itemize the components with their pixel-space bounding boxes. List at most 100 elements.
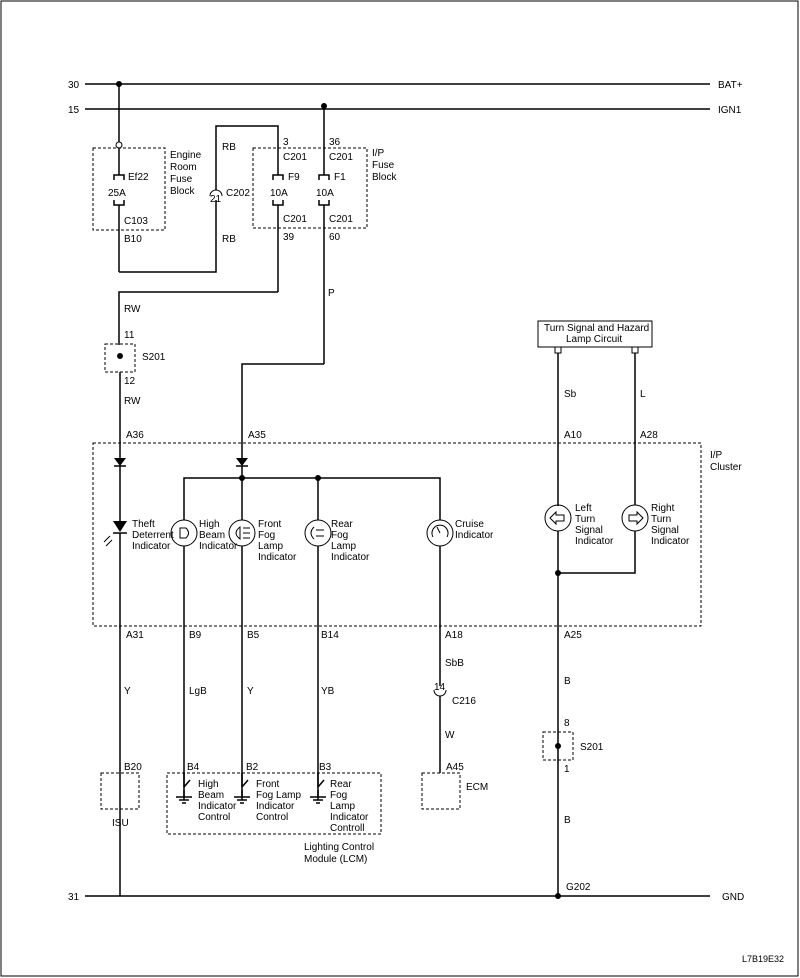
f9-fuse-bot: [272, 200, 284, 206]
cluster-b5: B5: [247, 630, 260, 641]
lcm-front-label-1: Front: [256, 779, 280, 790]
front-fog-label-1: Front: [258, 519, 282, 530]
wire-label-yb: YB: [321, 686, 335, 697]
cruise-icon: [431, 524, 449, 538]
cruise-label-2: Indicator: [455, 530, 494, 541]
wire-rb-top: [215, 125, 279, 190]
right-turn-lamp: [621, 504, 649, 532]
right-turn-label-4: Indicator: [651, 536, 690, 547]
gnd-name: GND: [722, 892, 744, 903]
lcm-rear-ground-icon: [310, 773, 326, 804]
b10-pin: B10: [124, 234, 142, 245]
rear-fog-icon: [310, 526, 315, 540]
c201-f1-bot: C201: [329, 214, 353, 225]
lcm-b4: B4: [187, 762, 200, 773]
cluster-a28: A28: [640, 430, 658, 441]
engine-fuse-label-3: Fuse: [170, 174, 193, 185]
wire-p: [241, 363, 324, 458]
f9-pin-bot: 39: [283, 232, 295, 243]
ip-fuse-label-2: Fuse: [372, 160, 395, 171]
cluster-a35: A35: [248, 430, 266, 441]
c201-f9-top: C201: [283, 152, 307, 163]
ecm-label: ECM: [466, 782, 488, 793]
wire-label-lgb: LgB: [189, 686, 207, 697]
right-arrow-icon: [628, 510, 644, 526]
ign-junction: [321, 103, 327, 109]
high-beam-label-2: Beam: [199, 530, 225, 541]
s201-bot-node: [555, 743, 561, 749]
wire-rw: [118, 291, 278, 345]
wire-label-rw-1: RW: [124, 304, 141, 315]
f9-label: F9: [288, 172, 300, 183]
left-turn-lamp: [544, 504, 572, 532]
left-turn-label-3: Signal: [575, 525, 603, 536]
lcm-rear-label-5: Controll: [330, 823, 364, 834]
ip-fuse-label-1: I/P: [372, 148, 385, 159]
c103-label: C103: [124, 216, 148, 227]
wire-label-rb-bottom: RB: [222, 234, 236, 245]
lcm-high-ground-icon: [176, 773, 192, 804]
engine-fuse-block: [92, 147, 166, 231]
s201-bot-label: S201: [580, 742, 604, 753]
engine-fuse-label-4: Block: [170, 186, 195, 197]
rear-fog-label-2: Fog: [331, 530, 348, 541]
wire-label-y-2: Y: [247, 686, 254, 697]
cluster-a25: A25: [564, 630, 582, 641]
cluster-b9: B9: [189, 630, 202, 641]
ip-fuse-block: [252, 147, 368, 229]
left-arrow-icon: [549, 510, 565, 526]
f9-fuse-top: [272, 174, 284, 180]
wire-label-rw-2: RW: [124, 396, 141, 407]
ign-num: 15: [68, 105, 80, 116]
right-turn-label-3: Signal: [651, 525, 679, 536]
ign-name: IGN1: [718, 105, 742, 116]
cluster-a18: A18: [445, 630, 463, 641]
turn-circuit-box: [537, 320, 653, 348]
front-fog-label-2: Fog: [258, 530, 275, 541]
lcm-high-label-2: Beam: [198, 790, 224, 801]
lcm-name-2: Module (LCM): [304, 854, 367, 865]
ecm-pin: A45: [446, 762, 464, 773]
ecm-box: [421, 772, 461, 810]
s201-top-pin-out: 12: [124, 376, 136, 387]
isu-box: [100, 772, 140, 810]
wire-label-y-1: Y: [124, 686, 131, 697]
lcm-rear-label-3: Lamp: [330, 801, 355, 812]
c202-pin: 21: [210, 194, 222, 205]
isu-label: ISU: [112, 818, 129, 829]
theft-label-3: Indicator: [132, 541, 171, 552]
right-turn-label-1: Right: [651, 503, 675, 514]
left-turn-label-1: Left: [575, 503, 592, 514]
wire-rb-bottom: [119, 200, 217, 273]
left-turn-label-4: Indicator: [575, 536, 614, 547]
theft-led: [113, 521, 127, 532]
ef22-amp: 25A: [108, 188, 126, 199]
left-turn-label-2: Turn: [575, 514, 595, 525]
cruise-label-1: Cruise: [455, 519, 484, 530]
lcm-high-label-4: Control: [198, 812, 230, 823]
lcm-high-label-3: Indicator: [198, 801, 237, 812]
f1-fuse-top: [318, 174, 330, 180]
cluster-a31: A31: [126, 630, 144, 641]
rear-fog-lamp: [304, 519, 332, 547]
cluster-label-2: Cluster: [710, 462, 742, 473]
lcm-rear-label-1: Rear: [330, 779, 352, 790]
c202-connector: [209, 189, 223, 197]
high-beam-lamp: [170, 519, 198, 547]
high-beam-icon: [179, 527, 189, 539]
ef22-fuse-bot: [113, 200, 125, 206]
high-beam-label-1: High: [199, 519, 220, 530]
front-fog-label-4: Indicator: [258, 552, 297, 563]
cluster-b14: B14: [321, 630, 339, 641]
wire-label-sb: Sb: [564, 389, 577, 400]
wire-label-b-1: B: [564, 676, 571, 687]
ef22-terminal: [115, 141, 123, 149]
wire-label-rb-top: RB: [222, 142, 236, 153]
wire-label-p: P: [328, 288, 335, 299]
c202-label: C202: [226, 188, 250, 199]
rear-fog-label-3: Lamp: [331, 541, 356, 552]
ip-fuse-label-3: Block: [372, 172, 397, 183]
indicator-bus: [183, 477, 441, 520]
s201-top-node: [117, 353, 123, 359]
cluster-a10: A10: [564, 430, 582, 441]
